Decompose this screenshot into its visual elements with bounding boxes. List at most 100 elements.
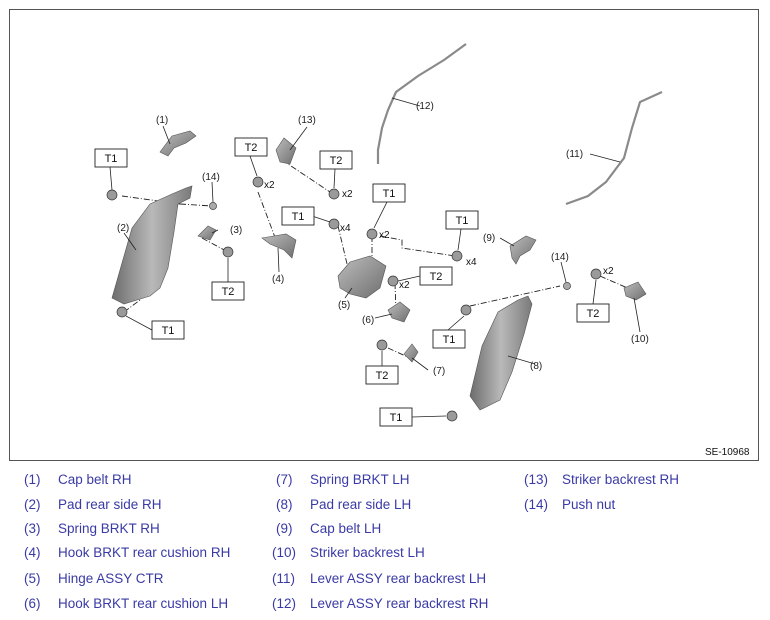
conn-line	[337, 225, 349, 269]
striker-backrest-rh-part	[275, 137, 297, 165]
leader-line	[589, 153, 621, 163]
bolt-part	[106, 189, 118, 201]
leader-line	[411, 415, 447, 418]
torque-label: T1	[105, 153, 118, 165]
torque-label: T1	[390, 412, 403, 424]
bolt-part	[446, 410, 458, 422]
callout-11: (11)	[566, 149, 583, 160]
legend-item: (11)Lever ASSY rear backrest LH	[272, 571, 487, 586]
torque-label: T1	[162, 325, 175, 337]
leader-line	[289, 126, 308, 151]
bolt-part	[387, 275, 399, 287]
leader-line	[123, 232, 137, 251]
torque-label: T1	[456, 215, 469, 227]
conn-line	[379, 235, 456, 257]
callout-8: (8)	[530, 361, 542, 372]
bolt-part	[460, 304, 472, 316]
leader-line	[411, 357, 429, 371]
leader-line	[457, 228, 462, 251]
callout-13: (13)	[298, 115, 316, 126]
torque-box	[234, 137, 268, 157]
leader-line	[447, 315, 465, 331]
torque-box	[151, 320, 185, 340]
torque-label: T2	[222, 286, 235, 298]
torque-label: T2	[430, 271, 443, 283]
leader-line	[109, 166, 113, 191]
lever-assy-rear-backrest-rh-part	[376, 43, 467, 164]
spring-brkt-lh-part	[403, 343, 419, 363]
legend-item: (3)Spring BRKT RH	[24, 521, 160, 536]
legend-item: (7)Spring BRKT LH	[276, 472, 410, 487]
torque-box	[576, 303, 610, 323]
leader-line	[277, 247, 280, 273]
bolt-part	[328, 188, 340, 200]
legend-item: (8)Pad rear side LH	[276, 497, 412, 512]
callout-2: (2)	[117, 223, 129, 234]
leader-line	[211, 181, 214, 203]
callout-6: (6)	[362, 315, 374, 326]
push-nut-part	[209, 202, 217, 210]
callout-5: (5)	[338, 300, 350, 311]
leader-line	[499, 237, 515, 247]
quantity-label: x2	[264, 180, 275, 191]
torque-label: T1	[443, 334, 456, 346]
conn-line	[599, 275, 633, 291]
pad-rear-side-rh-part	[111, 185, 193, 305]
callout-10: (10)	[631, 334, 649, 345]
leader-line	[373, 201, 388, 229]
conn-line	[387, 347, 411, 359]
callout-14-rh: (14)	[202, 172, 220, 183]
callout-3: (3)	[230, 225, 242, 236]
leader-line	[311, 215, 331, 223]
torque-box	[319, 150, 353, 170]
leader-line	[633, 297, 641, 333]
bolt-part	[451, 250, 463, 262]
hook-brkt-rear-cushion-lh-part	[387, 301, 411, 323]
torque-box	[419, 266, 453, 286]
quantity-label: x2	[603, 266, 614, 277]
conn-line	[281, 159, 331, 193]
bolt-part	[116, 306, 128, 318]
quantity-label: x2	[379, 230, 390, 241]
quantity-label: x4	[340, 223, 351, 234]
hinge-assy-ctr-part	[337, 255, 387, 299]
cap-belt-lh-part	[509, 235, 537, 265]
torque-box	[365, 365, 399, 385]
legend-item: (2)Pad rear side RH	[24, 497, 162, 512]
leader-line	[162, 125, 171, 145]
legend-item: (5)Hinge ASSY CTR	[24, 571, 164, 586]
leader-line	[344, 287, 353, 299]
parts-legend: (1)Cap belt RH (2)Pad rear side RH (3)Sp…	[0, 468, 770, 618]
lever-assy-rear-backrest-lh-part	[565, 90, 663, 206]
legend-item: (14)Push nut	[524, 497, 616, 512]
leader-line	[592, 279, 597, 305]
spring-brkt-rh-part	[197, 225, 217, 241]
callout-7: (7)	[433, 366, 445, 377]
conn-line	[257, 191, 277, 241]
leader-line	[507, 355, 536, 365]
leader-line	[374, 313, 393, 319]
quantity-label: x2	[399, 280, 410, 291]
callout-14-lh: (14)	[551, 252, 569, 263]
torque-box	[432, 329, 466, 349]
callout-4: (4)	[272, 274, 284, 285]
bolt-part	[366, 228, 378, 240]
striker-backrest-lh-part	[623, 281, 647, 301]
leader-line	[211, 229, 219, 234]
torque-box	[379, 407, 413, 427]
torque-box	[94, 148, 128, 168]
leader-line	[333, 168, 336, 189]
torque-label: T1	[292, 211, 305, 223]
bolt-part	[590, 268, 602, 280]
leader-line	[397, 275, 421, 282]
legend-item: (9)Cap belt LH	[276, 521, 382, 536]
push-nut-part	[563, 282, 571, 290]
torque-label: T2	[587, 308, 600, 320]
quantity-label: x4	[466, 257, 477, 268]
legend-item: (4)Hook BRKT rear cushion RH	[24, 545, 231, 560]
leader-line	[249, 155, 258, 177]
bolt-part	[376, 339, 388, 351]
leader-line	[560, 261, 567, 283]
bolt-part	[328, 218, 340, 230]
bolt-part	[222, 246, 234, 258]
